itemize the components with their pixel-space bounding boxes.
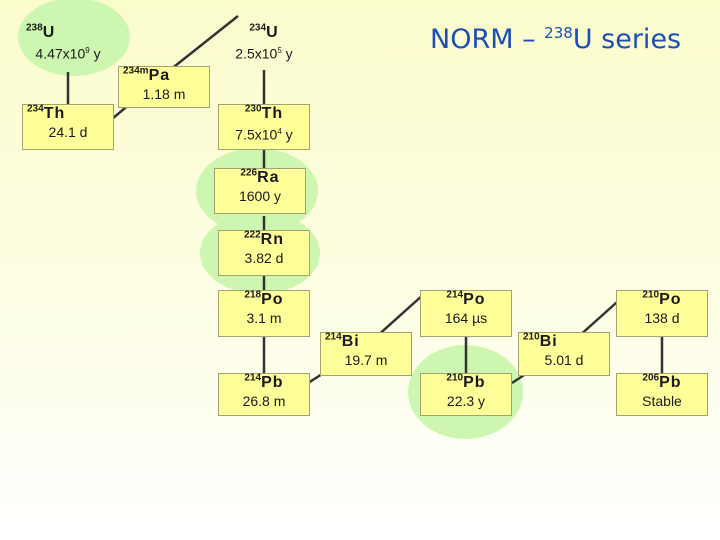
line-pa234m-u234: [169, 15, 239, 71]
half-life: 24.1 d: [48, 124, 88, 140]
half-life: 1.18 m: [142, 86, 186, 102]
nuclide-po214: 214Po 164 µs: [420, 290, 512, 337]
nuclide-th234: 234Th 24.1 d: [22, 104, 114, 150]
half-life: 3.82 d: [244, 250, 284, 266]
nuclide-bi214: 214Bi 19.7 m: [320, 332, 412, 376]
half-life: 5.01 d: [544, 352, 584, 368]
nuclide-pb210: 210Pb 22.3 y: [420, 373, 512, 416]
glow-u238: [18, 0, 130, 76]
nuclide-pa234m: 234mPa 1.18 m: [118, 66, 210, 108]
half-life: 1600 y: [238, 188, 282, 204]
diagram-title: NORM – 238U series: [430, 24, 682, 55]
half-life: 22.3 y: [446, 393, 486, 409]
half-life: 4.47x109 y: [35, 45, 101, 62]
half-life: Stable: [642, 393, 682, 409]
half-life: 26.8 m: [242, 393, 286, 409]
nuclide-po210: 210Po 138 d: [616, 290, 708, 337]
half-life: 7.5x104 y: [235, 126, 293, 143]
nuclide-rn222: 222Rn 3.82 d: [218, 230, 310, 276]
half-life: 138 d: [644, 310, 680, 326]
half-life: 2.5x105 y: [235, 45, 293, 62]
nuclide-ra226: 226Ra 1600 y: [214, 168, 306, 214]
half-life: 3.1 m: [246, 310, 282, 326]
half-life: 164 µs: [444, 310, 488, 326]
nuclide-po218: 218Po 3.1 m: [218, 290, 310, 337]
nuclide-u234: 234U 2.5x105 y: [218, 23, 310, 70]
nuclide-u238: 238U 4.47x109 y: [22, 23, 114, 70]
half-life: 19.7 m: [344, 352, 388, 368]
nuclide-bi210: 210Bi 5.01 d: [518, 332, 610, 376]
nuclide-pb206: 206Pb Stable: [616, 373, 708, 416]
nuclide-pb214: 214Pb 26.8 m: [218, 373, 310, 416]
nuclide-th230: 230Th 7.5x104 y: [218, 104, 310, 150]
